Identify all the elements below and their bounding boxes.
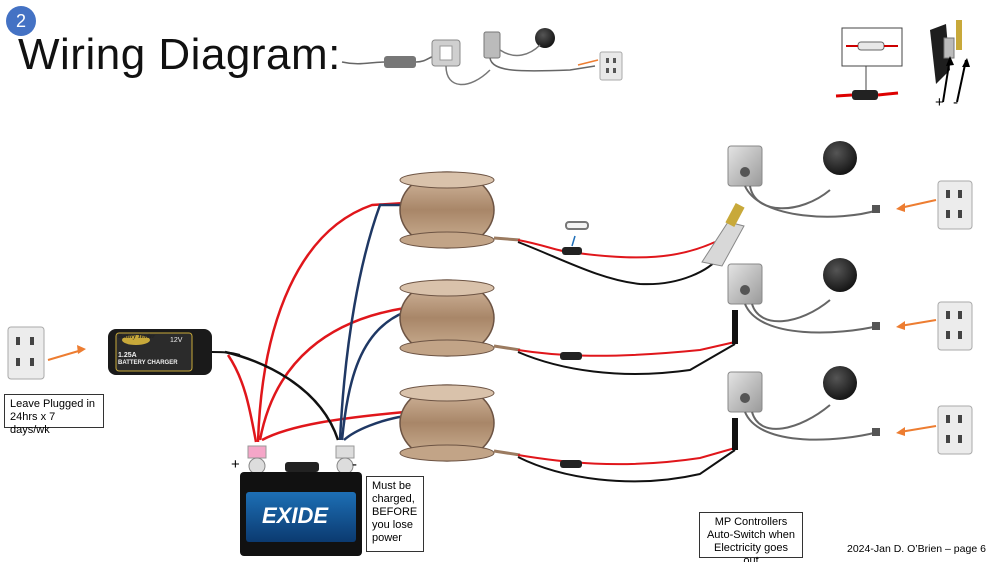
connector-positive-label: + [935, 94, 944, 111]
spool1-output-wires [517, 221, 721, 286]
battery-brand-label: EXIDE [262, 503, 329, 528]
battery-note-line: power [372, 532, 402, 544]
wall-outlet-right-1 [896, 180, 973, 230]
charger-voltage-label: 12V [170, 337, 183, 344]
lighter-plug [701, 202, 745, 267]
outlet-note-line: Leave Plugged in [10, 398, 96, 410]
controller-note-line: Electricity goes out [714, 542, 788, 562]
controller-note: MP Controllers Auto-Switch when Electric… [699, 512, 803, 562]
battery-note-line: charged, [372, 493, 415, 505]
connector-detail-images [835, 20, 970, 103]
wire-spool-2 [399, 279, 521, 357]
wire-spool-3 [399, 384, 521, 462]
battery-note: Must be charged, BEFORE you lose power [366, 476, 424, 552]
wall-outlet-left [7, 326, 86, 380]
battery-negative-wires [224, 203, 406, 441]
outlet-note-line: 24hrs x 7 days/wk [10, 411, 56, 436]
controller-1 [727, 141, 880, 218]
connector-negative-label: - [953, 94, 958, 111]
battery-positive-wires [226, 201, 406, 443]
spool3-output-wires [517, 447, 736, 483]
header-overview-diagram [341, 28, 623, 86]
charger-type-label: BATTERY CHARGER [118, 360, 178, 366]
wire-spool-1 [399, 171, 521, 249]
slide-title: Wiring Diagram: [18, 30, 341, 79]
slide-footer: 2024-Jan D. O’Brien – page 6 [847, 543, 986, 555]
battery-note-line: you lose [372, 519, 413, 531]
slide-number-badge: 2 [6, 6, 36, 36]
controller-note-line: Auto-Switch when [706, 529, 796, 541]
outlet-note: Leave Plugged in 24hrs x 7 days/wk [4, 394, 104, 436]
wall-outlet-right-3 [896, 405, 973, 455]
positive-terminal-label: + [231, 456, 240, 473]
battery [240, 445, 362, 556]
controller-note-line: MP Controllers [714, 516, 788, 528]
battery-note-line: Must be [372, 480, 412, 492]
slide-number: 2 [15, 10, 26, 31]
controller-3 [727, 366, 880, 450]
negative-terminal-label: - [352, 456, 357, 473]
charger-rating-label: 1.25A [118, 352, 137, 359]
battery-note-line: BEFORE [372, 506, 418, 518]
controller-2 [727, 258, 880, 344]
spool2-output-wires [517, 341, 736, 375]
charger-brand-label: Battery Tender [118, 334, 155, 340]
battery-charger [108, 329, 241, 375]
wall-outlet-right-2 [896, 301, 973, 351]
